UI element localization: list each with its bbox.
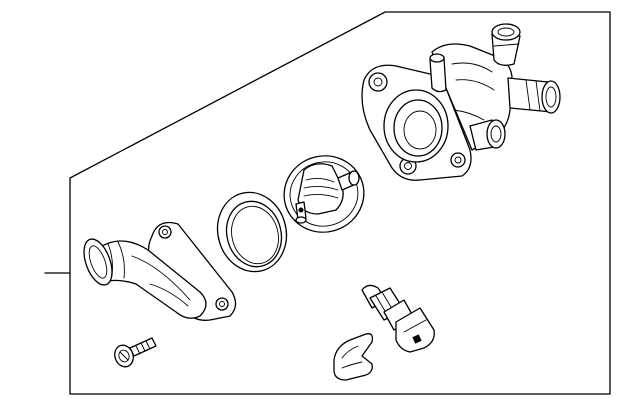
thermostat-housing[interactable] bbox=[361, 23, 561, 181]
retaining-clip[interactable] bbox=[333, 333, 374, 381]
temperature-sensor[interactable] bbox=[361, 284, 435, 353]
bolt[interactable] bbox=[112, 337, 157, 369]
gasket-ring[interactable] bbox=[209, 185, 295, 280]
panel-frame bbox=[44, 11, 611, 395]
water-outlet-pipe[interactable] bbox=[79, 221, 237, 321]
thermostat[interactable] bbox=[276, 147, 373, 241]
